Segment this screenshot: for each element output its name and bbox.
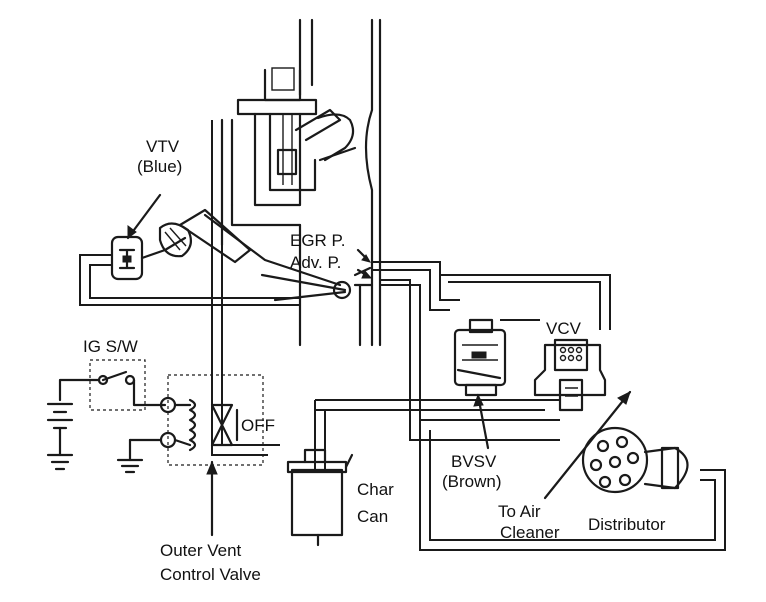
battery-icon: [46, 402, 74, 471]
label-adv-port: Adv. P.: [290, 253, 341, 272]
electrical-circuit: [46, 359, 264, 474]
label-vtv: VTV: [146, 137, 180, 156]
outer-vent-valve-box: [167, 374, 264, 466]
char-canister: [286, 448, 354, 547]
ig-switch-box: [89, 359, 146, 411]
vtv-arrowhead: [127, 225, 137, 239]
carburetor-body: [220, 18, 382, 347]
throttle-linkage: [178, 208, 374, 302]
bvsv-arrowhead: [473, 393, 484, 407]
label-control-valve: Control Valve: [160, 565, 261, 584]
distributor: [581, 426, 689, 494]
vcv-valve: [533, 338, 607, 412]
label-ig-switch: IG S/W: [83, 337, 138, 356]
ground-icon: [116, 458, 144, 474]
label-bvsv-color: (Brown): [442, 472, 502, 491]
vacuum-hoses: [79, 120, 726, 551]
solenoid-coil-icon: [173, 398, 197, 452]
vtv-valve: [110, 222, 193, 281]
label-vtv-color: (Blue): [137, 157, 182, 176]
label-can: Can: [357, 507, 388, 526]
label-egr-port: EGR P.: [290, 231, 345, 250]
air-cleaner-arrowhead: [617, 391, 631, 405]
label-bvsv: BVSV: [451, 452, 497, 471]
label-outer-vent: Outer Vent: [160, 541, 242, 560]
adv-port-arrowhead: [361, 270, 373, 279]
outer-vent-arrowhead: [206, 460, 218, 475]
label-off: OFF: [241, 416, 275, 435]
bvsv-valve: [453, 318, 507, 397]
label-char: Char: [357, 480, 394, 499]
label-vcv: VCV: [546, 319, 582, 338]
label-to-air: To Air: [498, 502, 541, 521]
label-cleaner: Cleaner: [500, 523, 560, 542]
egr-port-arrowhead: [361, 254, 372, 263]
label-distributor: Distributor: [588, 515, 666, 534]
